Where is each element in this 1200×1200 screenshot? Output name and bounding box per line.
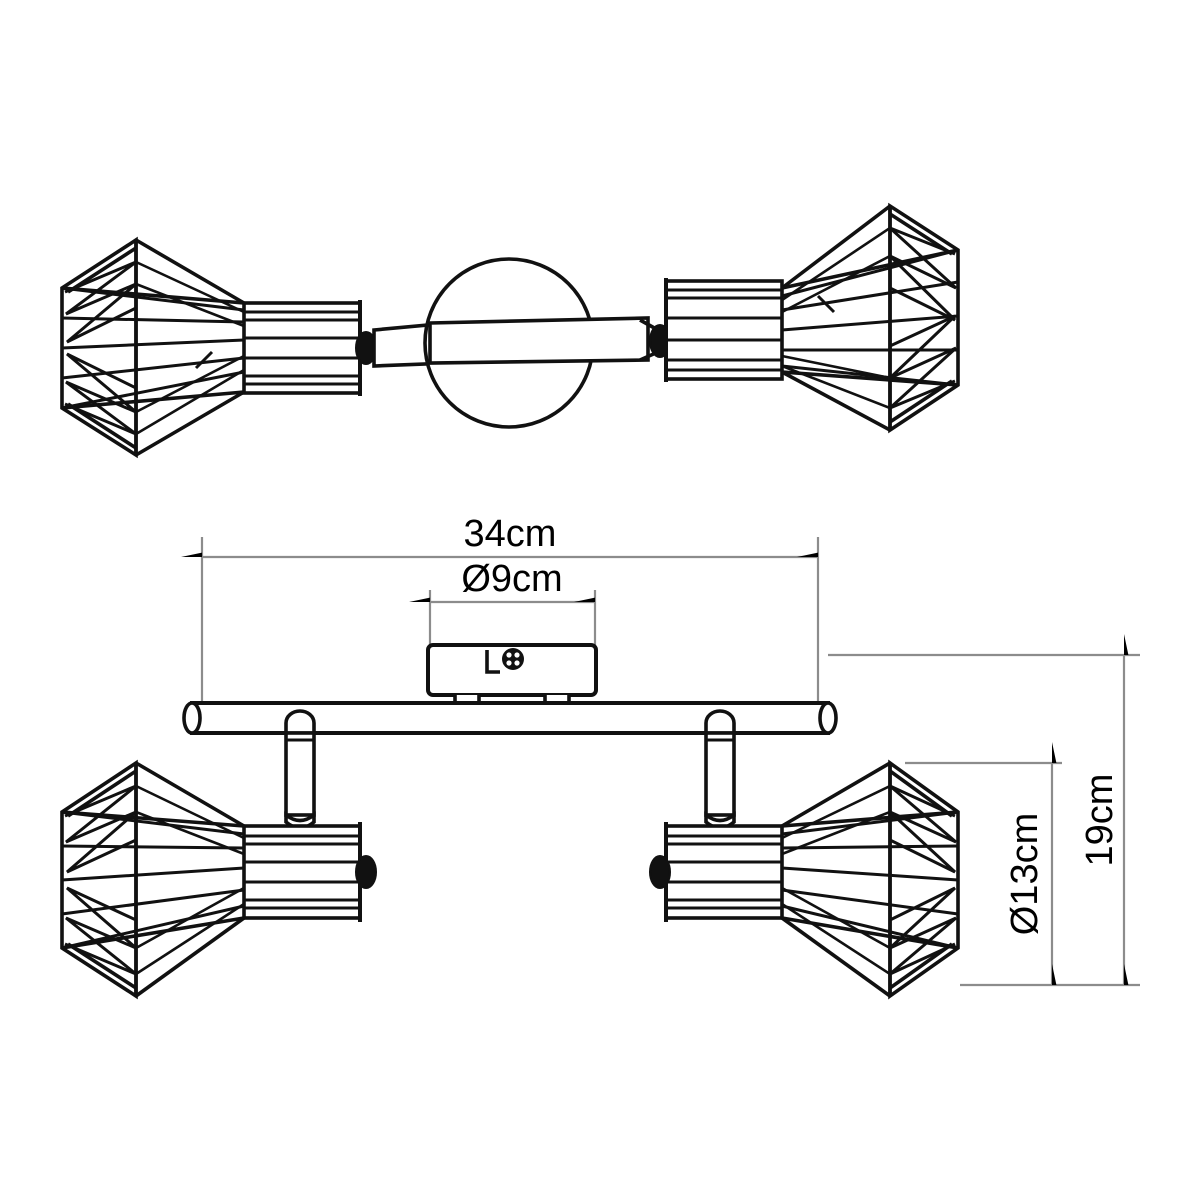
dimension-overall-height: 19cm: [828, 634, 1140, 987]
dimension-overall-width: 34cm: [181, 513, 820, 705]
front-view-mounting-bar: [182, 701, 838, 735]
top-view-right-cage-shade: [780, 202, 960, 434]
front-view-left-cage-shade: [60, 759, 246, 1000]
dimension-label-canopy-diameter: Ø9cm: [461, 558, 562, 600]
canopy-terminal-icon: [502, 648, 524, 670]
bar-end-cap-left: [182, 701, 202, 735]
bar-end-cap-right: [818, 701, 838, 735]
top-view-center-bar: [428, 316, 650, 365]
dimension-label-overall-height: 19cm: [1079, 774, 1121, 867]
top-view-right-lamp-body: [664, 278, 784, 382]
dimension-label-shade-diameter: Ø13cm: [1004, 813, 1046, 935]
top-view-left-lamp-body: [242, 300, 362, 396]
dimension-annotations: 34cm Ø9cm 19cm Ø13cm: [181, 513, 1140, 987]
dimension-label-overall-width: 34cm: [464, 513, 557, 555]
dimension-shade-diameter: Ø13cm: [905, 742, 1062, 985]
top-view-left-cage-shade: [60, 236, 245, 459]
front-view-right-cage-shade: [780, 759, 960, 1000]
front-view-left-lamp-body: [242, 822, 362, 922]
canopy-bracket-icon: [485, 650, 500, 674]
front-view-left-ball-joint: [355, 855, 377, 889]
front-view-right-ball-joint: [649, 855, 671, 889]
front-view-group: [60, 643, 960, 1000]
dimension-canopy-diameter: Ø9cm: [409, 558, 597, 660]
top-view-group: [60, 202, 960, 459]
front-view-right-lamp-body: [664, 822, 784, 922]
